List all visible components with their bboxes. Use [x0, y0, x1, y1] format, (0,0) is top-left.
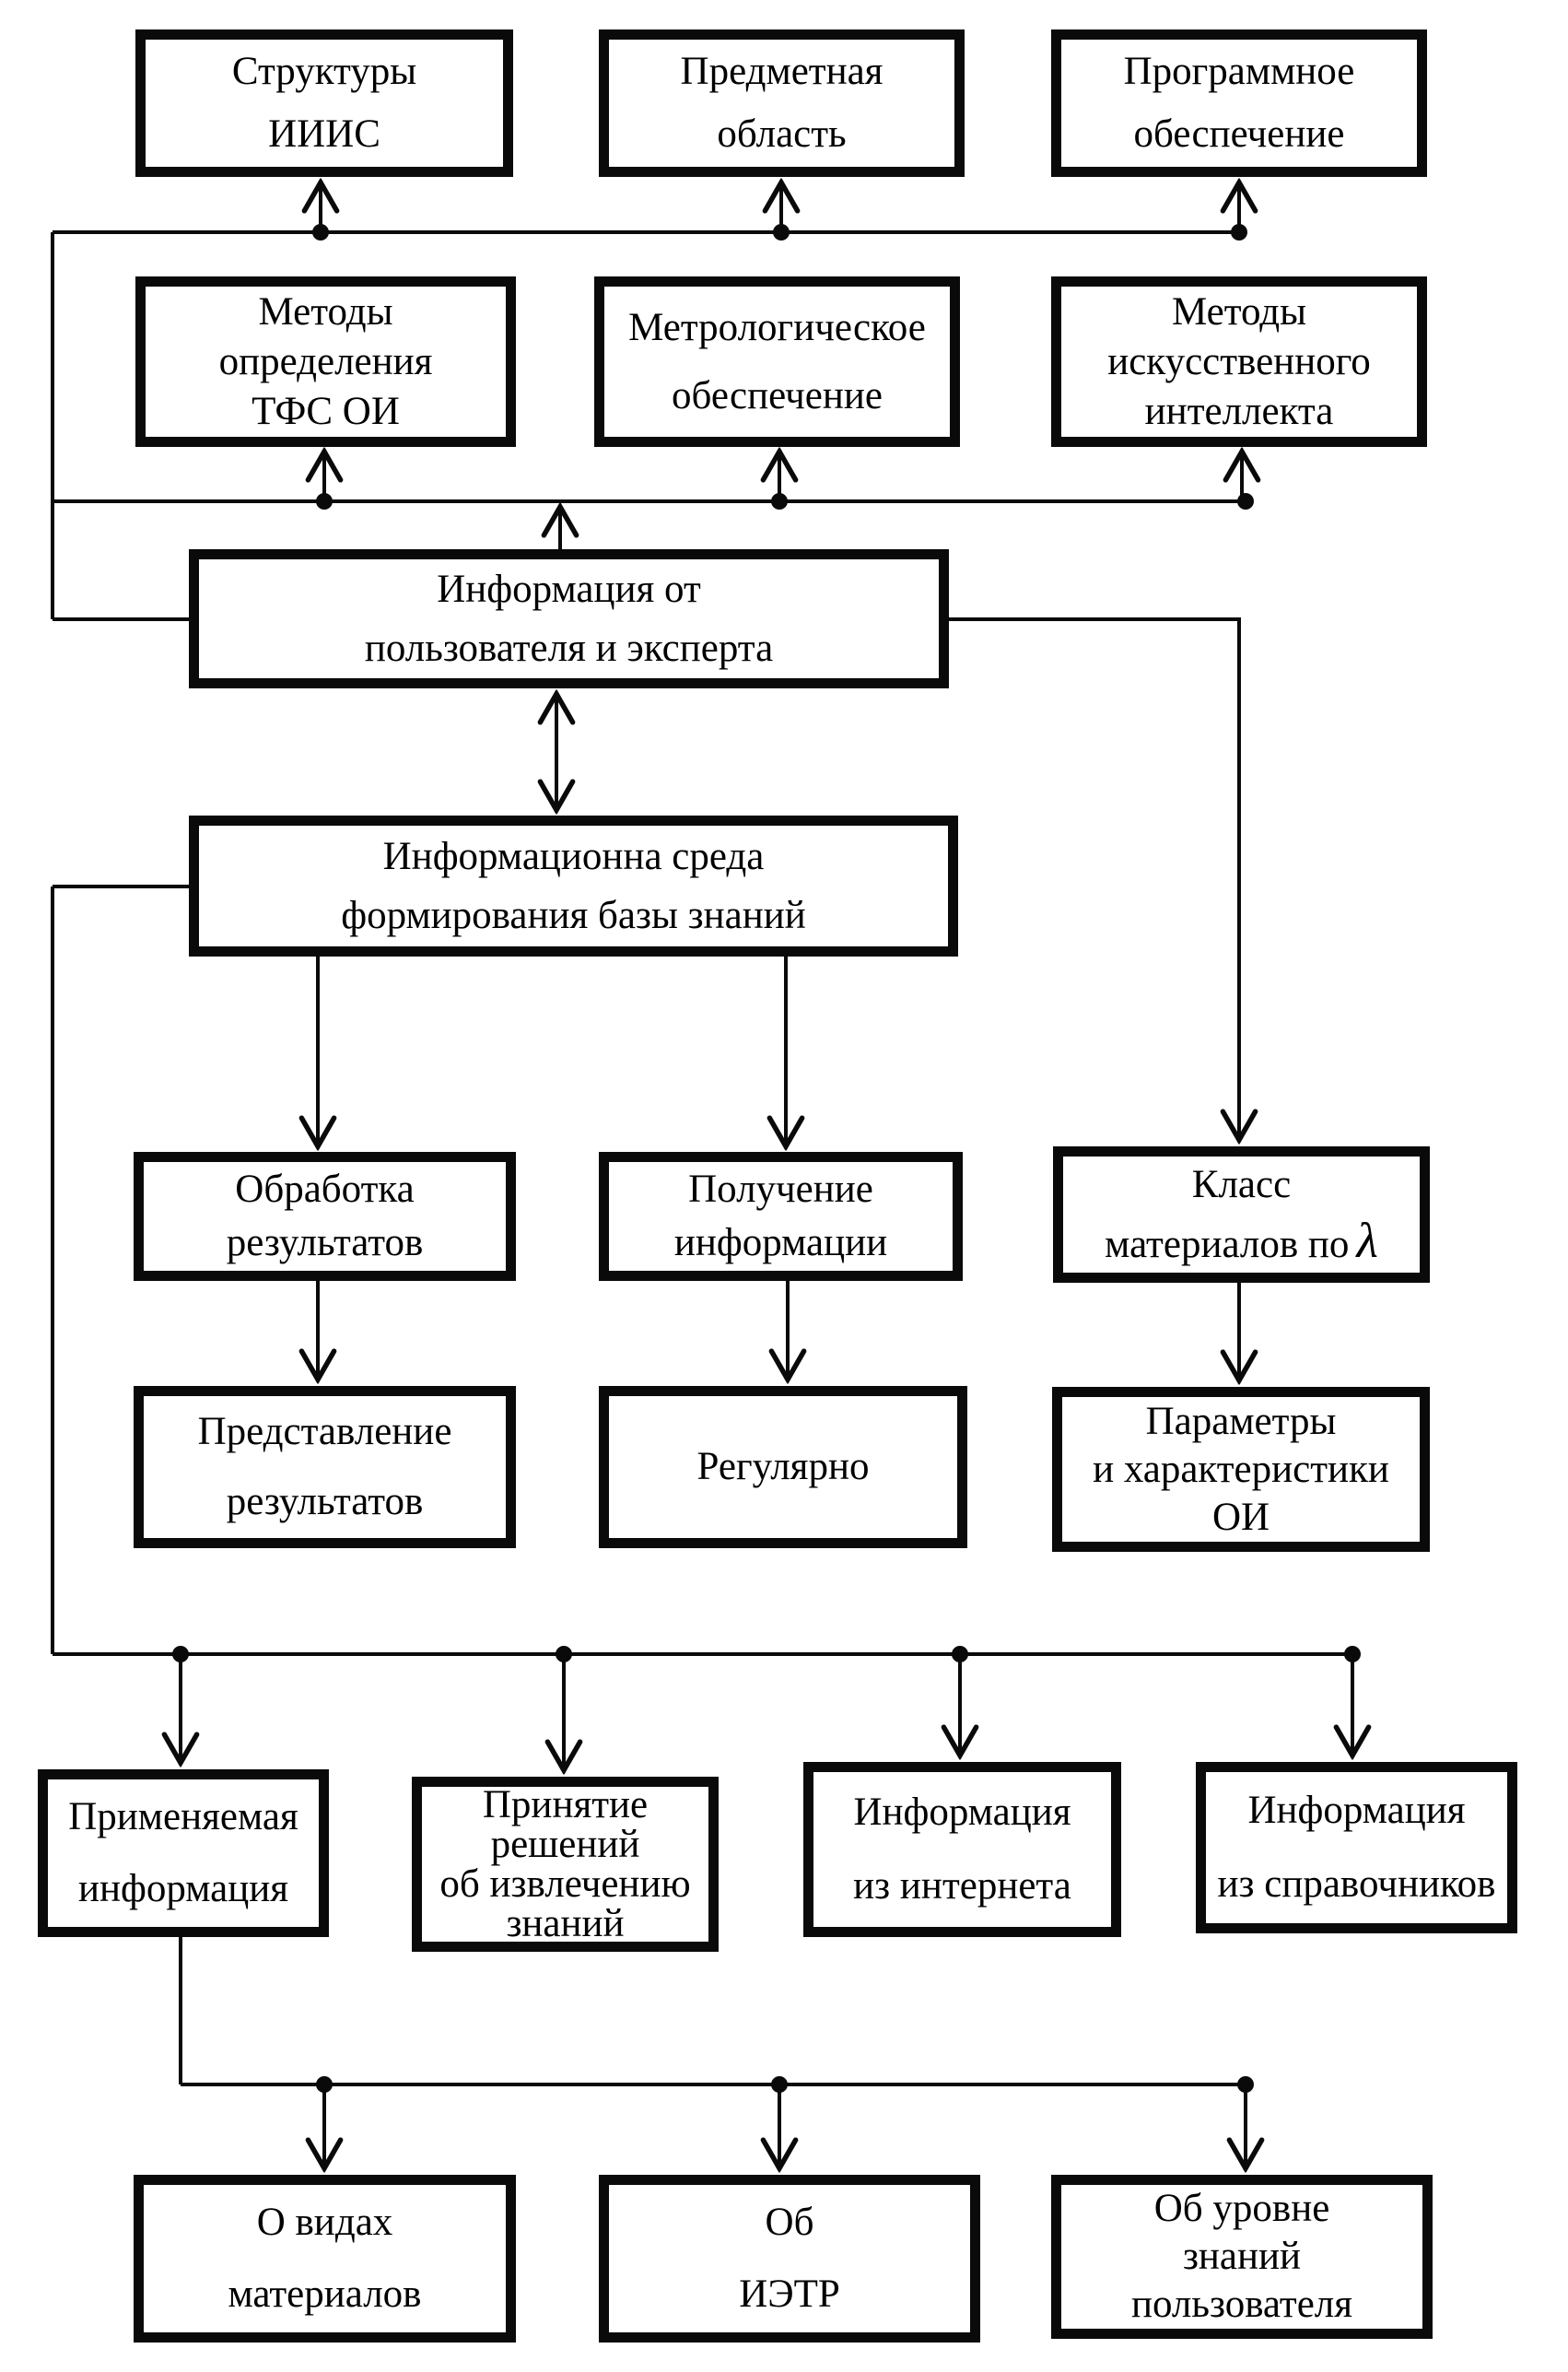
junction-dot	[1237, 2076, 1254, 2093]
node-prinyatie-resheniy: Принятие решений об извлечению знаний	[412, 1777, 719, 1952]
node-label-line: материалов	[228, 2272, 422, 2316]
node-informatsiya-iz-spravochnikov: Информация из справочников	[1196, 1762, 1517, 1933]
node-label-line: Об уровне	[1153, 2187, 1330, 2230]
node-metody-opredeleniya-tfs: Методы определения ТФС ОИ	[135, 276, 516, 447]
node-parametry-oi: Параметры и характеристики ОИ	[1052, 1387, 1430, 1552]
node-predstavlenie-rezultatov: Представление результатов	[134, 1386, 516, 1548]
node-label-line: Информация	[853, 1791, 1071, 1834]
node-label-line: Методы	[258, 289, 393, 334]
node-label-line: ИИИС	[268, 112, 380, 156]
node-label-line: знаний	[506, 1902, 625, 1945]
node-label-line: Получение	[688, 1168, 873, 1211]
node-label-line: Представление	[197, 1410, 452, 1453]
node-label-line: Метрологическое	[628, 305, 926, 349]
node-label-line: Регулярно	[696, 1445, 870, 1488]
node-label-line: обеспечение	[672, 373, 883, 417]
node-poluchenie-informatsii: Получение информации	[599, 1152, 963, 1281]
junction-dot	[1344, 1646, 1361, 1662]
node-label-line: ОИ	[1211, 1495, 1270, 1539]
node-label-line: Программное	[1123, 50, 1355, 93]
node-label-line: пользователя и эксперта	[364, 626, 774, 670]
node-label-line: Обработка	[235, 1168, 415, 1211]
node-label-line: результатов	[226, 1480, 424, 1523]
node-label-line: Информация	[1247, 1789, 1466, 1832]
junction-dot	[771, 493, 788, 510]
lambda-symbol: λ	[1356, 1212, 1378, 1268]
node-label-line: интеллекта	[1144, 389, 1334, 433]
node-label-line: Параметры	[1145, 1399, 1337, 1443]
node-informatsiya-iz-interneta: Информация из интернета	[803, 1762, 1121, 1937]
node-label-line: результатов	[226, 1221, 424, 1264]
node-programmnoe-obespechenie: Программное обеспечение	[1051, 29, 1427, 177]
node-label-line: пользователя	[1130, 2283, 1353, 2326]
node-label-line: Об	[765, 2201, 814, 2244]
node-label-line: знаний	[1182, 2235, 1302, 2278]
junction-dot	[316, 493, 333, 510]
node-label-line: ИЭТР	[739, 2272, 840, 2316]
node-label-line: Информация от	[437, 567, 701, 611]
junction-dot	[952, 1646, 968, 1662]
junction-dot	[556, 1646, 572, 1662]
node-regulyarno: Регулярно	[599, 1386, 967, 1548]
node-obrabotka-rezultatov: Обработка результатов	[134, 1152, 516, 1281]
node-label-line: информация	[77, 1867, 289, 1910]
node-predmetnaya-oblast: Предметная область	[599, 29, 965, 177]
node-label-line: и характеристики	[1093, 1447, 1389, 1491]
node-label-line: О видах	[256, 2201, 393, 2244]
junction-dot	[316, 2076, 333, 2093]
node-label-line: Методы	[1171, 289, 1306, 334]
node-struktury-iiis: Структуры ИИИС	[135, 29, 513, 177]
node-label-line: искусственного	[1107, 339, 1371, 383]
junction-dot	[1237, 493, 1254, 510]
junction-dot	[771, 2076, 788, 2093]
junction-dot	[312, 224, 329, 241]
node-ob-ietr: Об ИЭТР	[599, 2175, 980, 2343]
junction-dot	[1231, 224, 1247, 241]
arrow-right-branch-to-klass	[949, 617, 1239, 1140]
node-metody-iskusstvennogo-intellekta: Методы искусственного интеллекта	[1051, 276, 1427, 447]
node-label-line: Класс	[1191, 1162, 1292, 1206]
node-informatsiya-ot-polzovatelya: Информация от пользователя и эксперта	[189, 549, 949, 688]
node-label-line: Принятие	[482, 1783, 649, 1826]
node-ob-urovne-znaniy: Об уровне знаний пользователя	[1051, 2175, 1433, 2339]
junction-dot	[773, 224, 790, 241]
node-label-line: Предметная	[680, 50, 883, 93]
node-primenyaemaya-informatsiya: Применяемая информация	[38, 1769, 329, 1937]
node-o-vidah-materialov: О видах материалов	[134, 2175, 516, 2343]
node-label-line: об извлечению	[439, 1862, 691, 1906]
node-label-line: из справочников	[1217, 1862, 1496, 1906]
node-label-line: Информационна среда	[382, 834, 765, 878]
node-informatsionnaya-sreda: Информационна среда формирования базы зн…	[189, 816, 958, 957]
node-metrologicheskoe-obespechenie: Метрологическое обеспечение	[594, 276, 960, 447]
node-label-line: определения	[218, 339, 433, 383]
node-label-line: Применяемая	[68, 1795, 298, 1838]
node-label-text: материалов по	[1105, 1222, 1350, 1266]
node-label-line: обеспечение	[1133, 112, 1345, 156]
node-label-line: формирования базы знаний	[341, 893, 806, 937]
node-label-line: область	[717, 112, 847, 156]
node-label-line: информации	[673, 1221, 888, 1264]
junction-dot	[172, 1646, 189, 1662]
node-label-line: Структуры	[231, 50, 417, 93]
node-label-line: решений	[490, 1823, 640, 1866]
node-label-line: из интернета	[853, 1864, 1071, 1908]
node-label-line: ТФС ОИ	[252, 389, 400, 433]
